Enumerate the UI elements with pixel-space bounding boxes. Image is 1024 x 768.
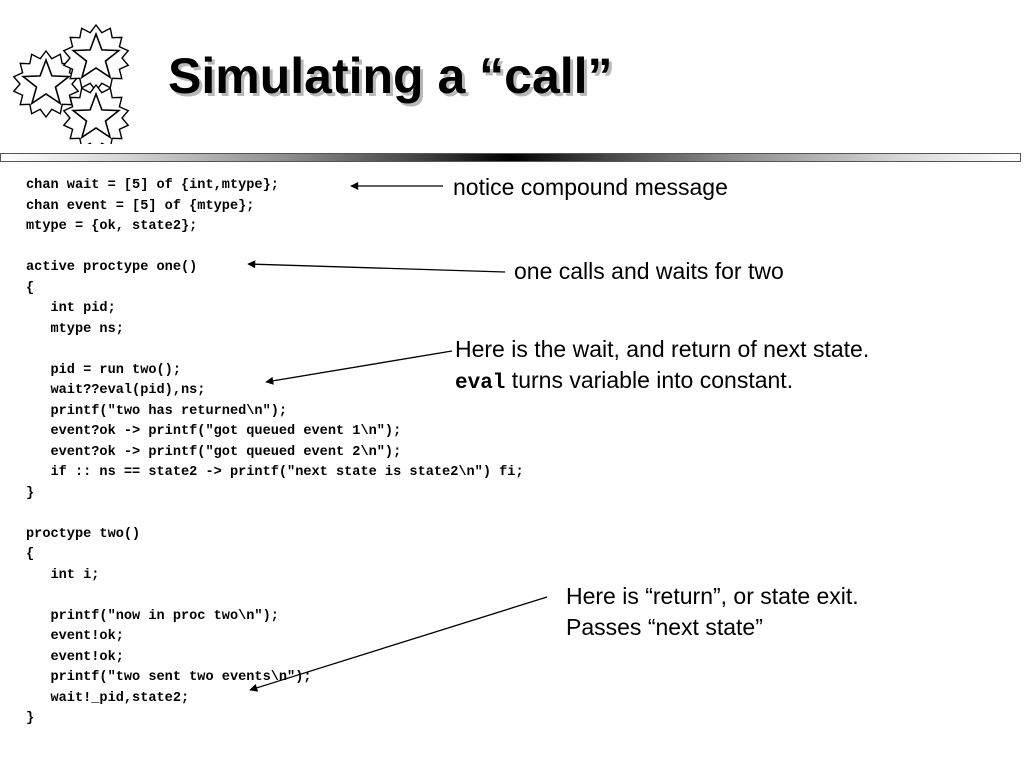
code-line: event?ok -> printf("got queued event 1\n… — [26, 424, 402, 439]
code-line: } — [26, 711, 35, 726]
code-line: proctype two() — [26, 526, 141, 542]
code-line: printf("two has returned\n"); — [26, 403, 288, 419]
title-divider — [0, 153, 1021, 162]
code-line: chan wait = [5] of {int,mtype}; — [26, 178, 279, 193]
annotation-return-line1: Here is “return”, or state exit. — [566, 583, 859, 609]
star-shape — [21, 57, 71, 106]
annotation-compound-text: notice compound message — [453, 174, 728, 200]
annotation-calls-text: one calls and waits for two — [514, 258, 784, 284]
code-line: printf("two sent two events\n"); — [26, 670, 312, 685]
code-line: wait??eval(pid),ns; — [26, 383, 206, 398]
code-line: event!ok; — [26, 629, 124, 644]
annotation-wait-return: Here is the wait, and return of next sta… — [455, 334, 869, 399]
annotation-return-exit: Here is “return”, or state exit. Passes … — [566, 581, 859, 643]
code-line: { — [26, 547, 35, 562]
annotation-wait-line1: Here is the wait, and return of next sta… — [455, 336, 870, 362]
code-line: mtype = {ok, state2}; — [26, 219, 198, 234]
annotation-calls-and-waits: one calls and waits for two — [514, 256, 784, 287]
starburst-group — [12, 23, 130, 144]
star-shape — [71, 31, 121, 80]
star-shape — [71, 91, 121, 140]
slide-title: Simulating a “call” — [168, 48, 613, 104]
code-line: wait!_pid,state2; — [26, 690, 190, 706]
code-line: { — [26, 280, 35, 296]
code-line: printf("now in proc two\n"); — [26, 608, 279, 624]
code-line — [26, 586, 524, 607]
annotation-wait-line2: eval turns variable into constant. — [455, 365, 869, 399]
code-line: active proctype one() — [26, 260, 198, 275]
code-line: event!ok; — [26, 649, 124, 665]
code-line: } — [26, 485, 35, 501]
stars-logo-icon — [12, 23, 130, 144]
annotation-return-line2: Passes “next state” — [566, 614, 763, 640]
code-line — [26, 238, 524, 259]
code-line — [26, 340, 524, 361]
annotation-compound-message: notice compound message — [453, 172, 728, 203]
code-line: int pid; — [26, 301, 116, 316]
code-line — [26, 504, 524, 525]
code-line: chan event = [5] of {mtype}; — [26, 198, 255, 214]
code-line: mtype ns; — [26, 321, 124, 337]
code-listing: chan wait = [5] of {int,mtype}; chan even… — [26, 176, 524, 730]
code-line: if :: ns == state2 -> printf("next state… — [26, 465, 524, 480]
annotation-wait-line2-rest: turns variable into constant. — [505, 367, 794, 393]
code-line: pid = run two(); — [26, 362, 181, 378]
eval-keyword: eval — [455, 372, 506, 395]
code-line: int i; — [26, 567, 100, 583]
code-line: event?ok -> printf("got queued event 2\n… — [26, 444, 402, 460]
